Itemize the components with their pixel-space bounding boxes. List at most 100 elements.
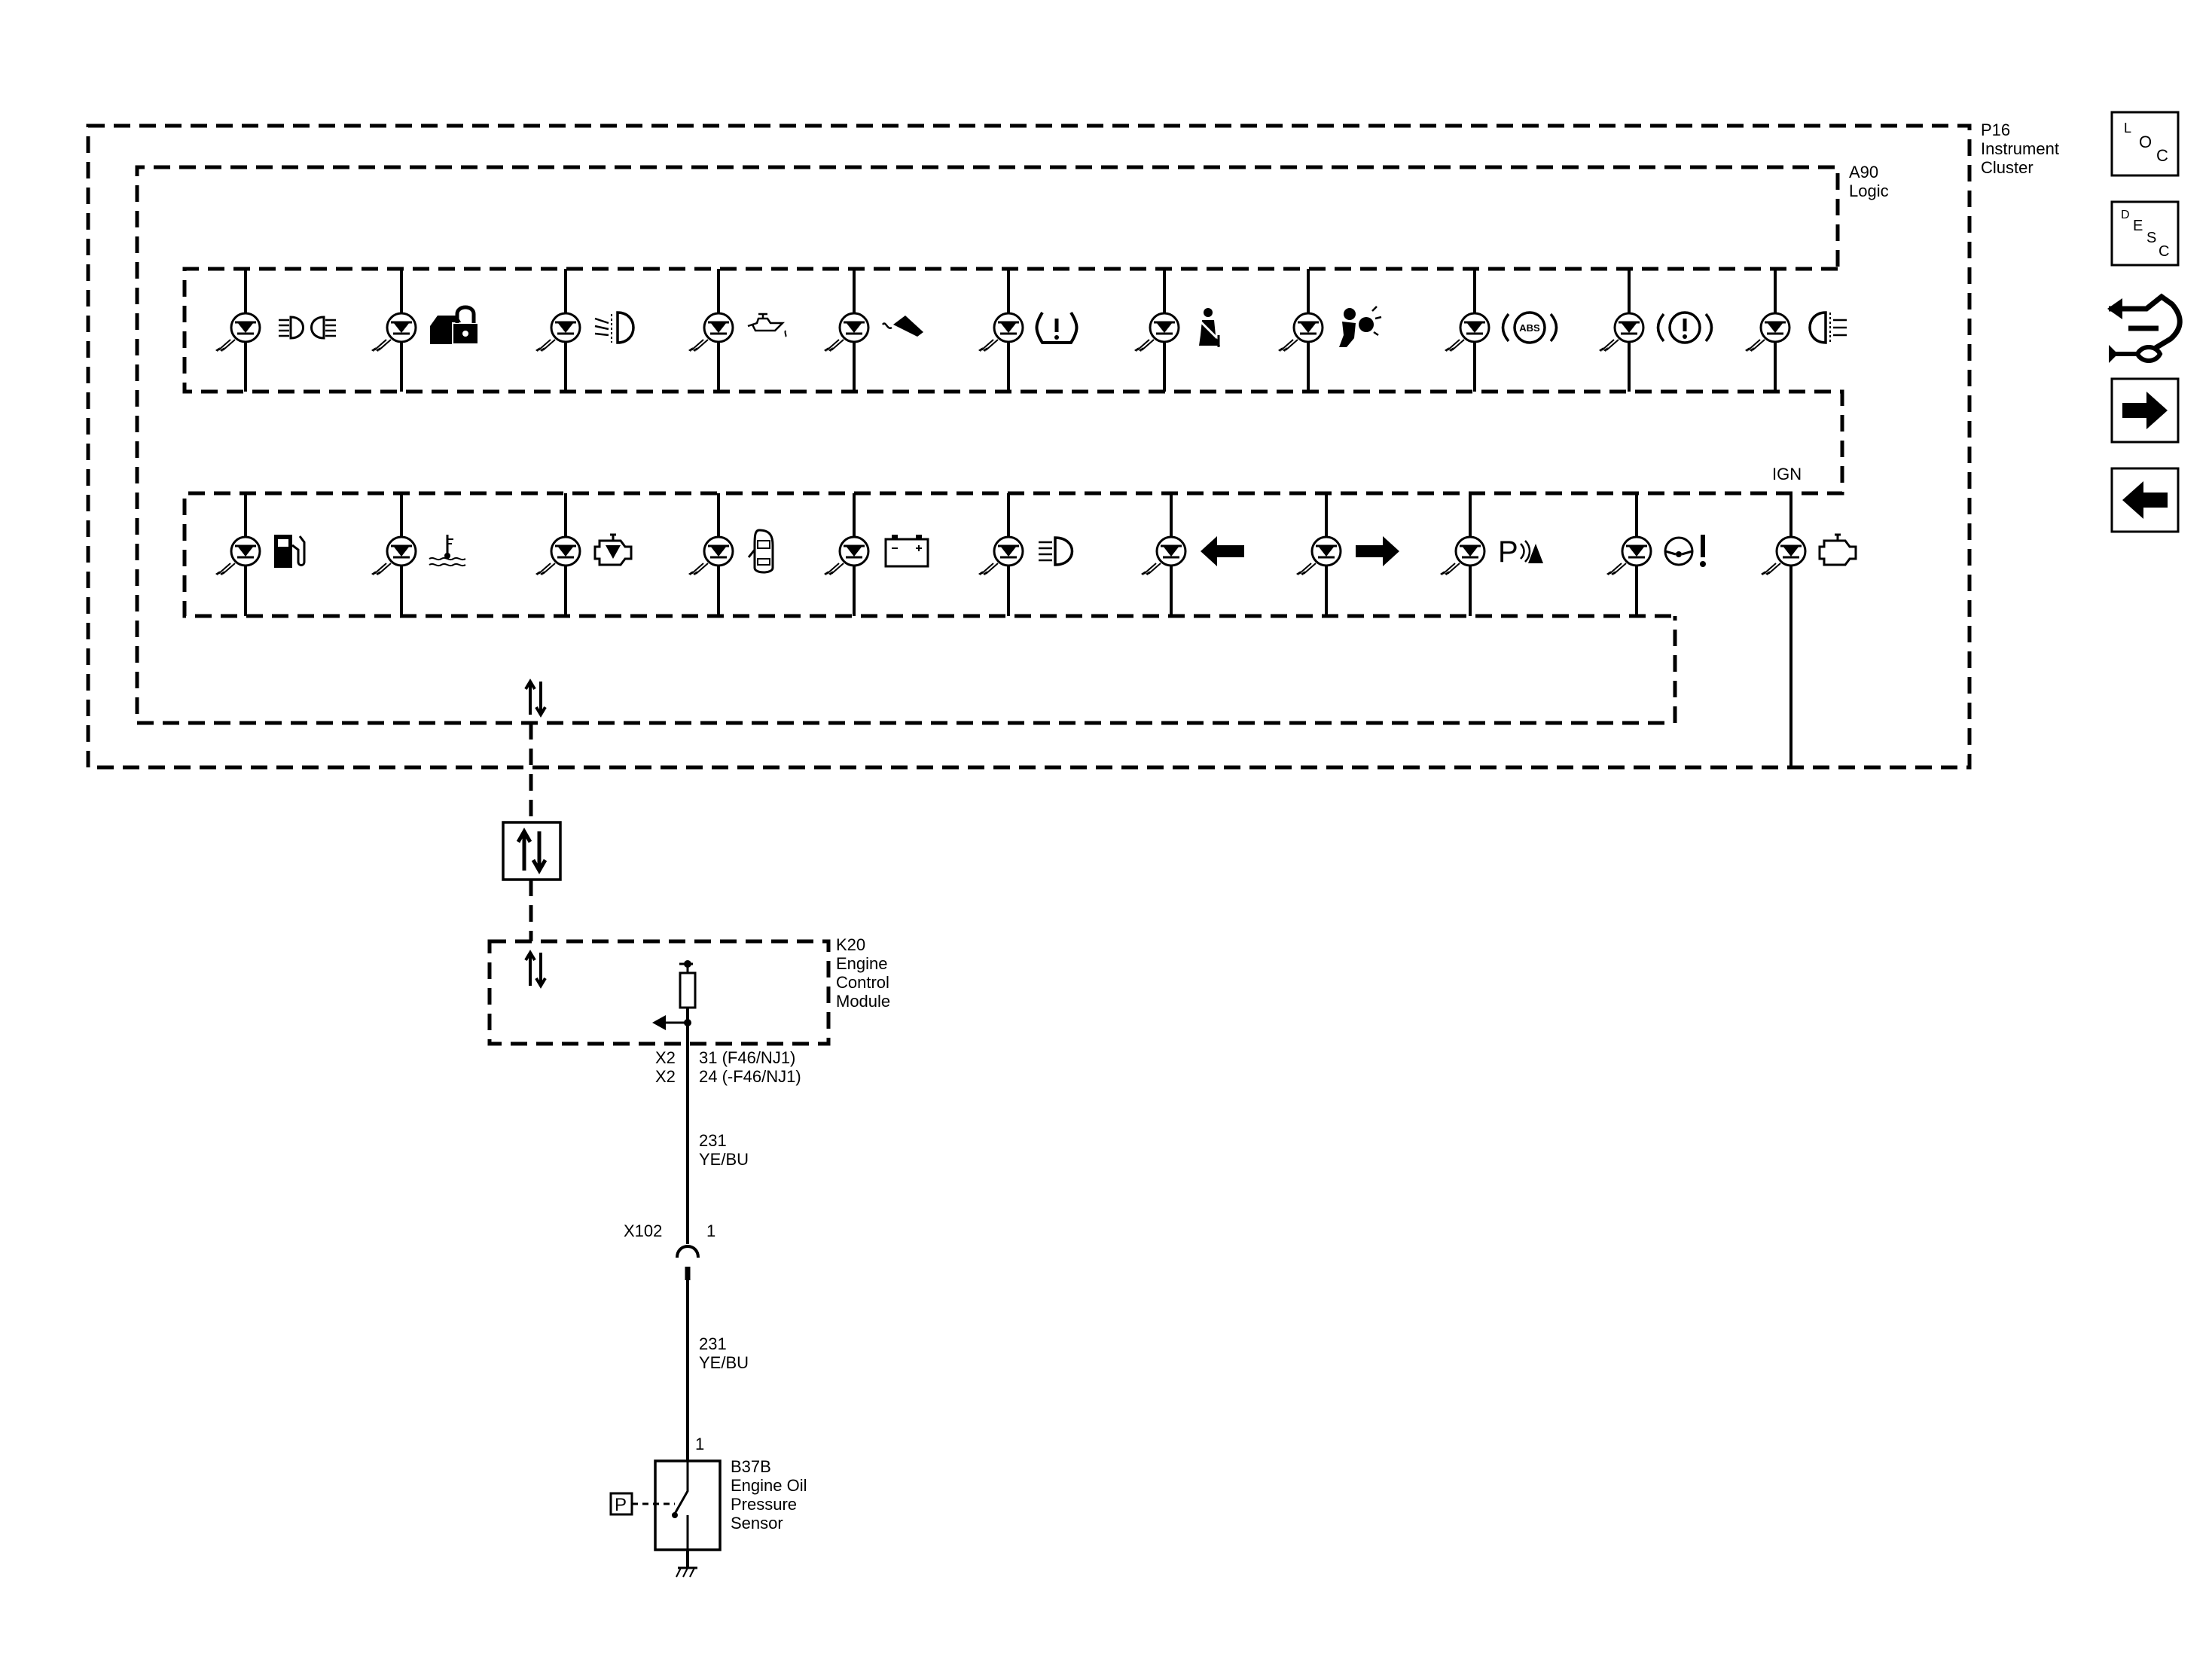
coolant-temp-icon — [429, 535, 466, 567]
indicator-check-engine — [1759, 533, 1857, 577]
tire-pressure-icon — [1035, 311, 1079, 344]
desc-letter-d: D — [2121, 209, 2130, 221]
indicator-oil-level — [822, 269, 923, 392]
k20-code: K20 — [836, 935, 865, 954]
b37b-name-3: Sensor — [731, 1514, 783, 1532]
indicator-coolant-temp — [370, 493, 466, 616]
oil-level-icon — [881, 316, 923, 337]
ecm-pin-1-connector: X2 — [655, 1048, 676, 1067]
b37b-name-1: Engine Oil — [731, 1476, 807, 1495]
arrow-left-icon — [2122, 481, 2168, 519]
steering-warning-icon — [1664, 535, 1706, 567]
indicator-oil-pressure — [687, 269, 787, 392]
indicator-front-fog — [534, 269, 635, 392]
b37b-switch-contact — [672, 1512, 678, 1518]
ecm-pin-1: 31 (F46/NJ1) — [699, 1048, 795, 1067]
serial-data-bus-symbol — [502, 821, 562, 881]
low-beam-icon — [279, 316, 336, 340]
indicator-turn-left — [1140, 493, 1244, 616]
connector-wrench-icon — [2107, 293, 2183, 363]
b37b-name-2: Pressure — [731, 1495, 797, 1514]
lamp-bank-box — [182, 267, 1844, 618]
indicator-row-1: ABS — [214, 269, 1847, 392]
indicator-engine-oil — [534, 493, 633, 616]
ecm-serial-data-icon — [524, 950, 547, 989]
fuel-level-icon — [274, 535, 306, 568]
b37b-code: B37B — [731, 1457, 771, 1476]
wire-lower-color: YE/BU — [699, 1353, 749, 1372]
engine-oil-icon — [593, 533, 633, 566]
rear-fog-icon — [1808, 311, 1847, 344]
brake-warning-icon — [1656, 311, 1713, 344]
indicator-rear-fog — [1744, 269, 1847, 392]
desc-letter-e: E — [2133, 218, 2143, 234]
indicator-vehicle-security — [370, 269, 479, 392]
back-button[interactable] — [2110, 467, 2180, 533]
indicator-battery — [822, 493, 929, 616]
indicator-airbag — [1277, 269, 1382, 392]
indicator-door-ajar — [687, 493, 774, 616]
vehicle-security-icon — [430, 305, 479, 345]
high-beam-icon — [1039, 536, 1074, 566]
wire-lower-circuit: 231 — [699, 1334, 727, 1353]
indicator-turn-right — [1295, 493, 1399, 616]
sensor-pin: 1 — [695, 1435, 704, 1453]
pressure-symbol: P — [615, 1495, 627, 1515]
next-button[interactable] — [2110, 377, 2180, 444]
turn-left-icon — [1201, 536, 1244, 566]
loc-letter-l: L — [2124, 120, 2131, 136]
indicator-steering-warning — [1605, 493, 1706, 616]
battery-icon — [884, 535, 929, 568]
x102-code: X102 — [624, 1221, 662, 1240]
wire-upper-color: YE/BU — [699, 1150, 749, 1169]
ecm-pin-2: 24 (-F46/NJ1) — [699, 1067, 801, 1086]
a90-name: Logic — [1849, 181, 1889, 200]
p16-instrument-cluster-box — [86, 124, 1972, 770]
p16-name: Instrument — [1981, 139, 2059, 158]
loc-letter-c: C — [2156, 146, 2168, 165]
k20-engine-control-module-box — [487, 939, 831, 1046]
indicator-seat-belt — [1133, 269, 1220, 392]
desc-letter-c: C — [2159, 243, 2169, 260]
indicator-high-beam — [977, 493, 1074, 616]
front-fog-icon — [594, 311, 635, 344]
loc-button[interactable]: L O C — [2110, 111, 2180, 177]
b37b-switch — [673, 1461, 689, 1550]
p16-code: P16 — [1981, 120, 2010, 139]
a90-logic-box — [135, 165, 1840, 725]
desc-letter-s: S — [2146, 230, 2156, 246]
p16-name-2: Cluster — [1981, 158, 2034, 177]
indicator-fuel-level — [214, 493, 306, 616]
indicator-abs: ABS — [1443, 269, 1558, 392]
ign-label: IGN — [1772, 465, 1802, 483]
ground-icon — [676, 1566, 697, 1578]
x102-pin: 1 — [706, 1221, 715, 1240]
serial-data-bus-icon — [516, 827, 548, 875]
indicator-brake-warning — [1597, 269, 1713, 392]
seat-belt-icon — [1199, 308, 1220, 347]
check-engine-icon — [1818, 533, 1857, 566]
k20-name-1: Engine — [836, 954, 888, 973]
wire-upper-circuit: 231 — [699, 1131, 727, 1150]
desc-button[interactable]: D E S C — [2110, 200, 2180, 267]
arrow-right-icon — [2122, 392, 2168, 429]
airbag-icon — [1339, 306, 1382, 347]
svg-text:ABS: ABS — [1519, 322, 1540, 334]
park-assist-p-label: P — [1498, 535, 1518, 569]
x102-inline-connector — [676, 1245, 700, 1258]
indicator-park-assist: P — [1439, 493, 1543, 616]
serial-data-icon — [524, 679, 547, 718]
door-ajar-icon — [747, 529, 774, 574]
indicator-row-2: P — [214, 493, 1857, 616]
k20-name-3: Module — [836, 992, 890, 1011]
connector-diagnostics-button[interactable] — [2107, 293, 2183, 363]
k20-name-2: Control — [836, 973, 889, 992]
indicator-low-beam — [214, 269, 336, 392]
ecm-pin-2-connector: X2 — [655, 1067, 676, 1086]
turn-right-icon — [1356, 536, 1399, 566]
indicator-tire-pressure — [977, 269, 1079, 392]
loc-letter-o: O — [2139, 133, 2152, 151]
abs-icon: ABS — [1501, 311, 1558, 344]
a90-code: A90 — [1849, 163, 1878, 181]
